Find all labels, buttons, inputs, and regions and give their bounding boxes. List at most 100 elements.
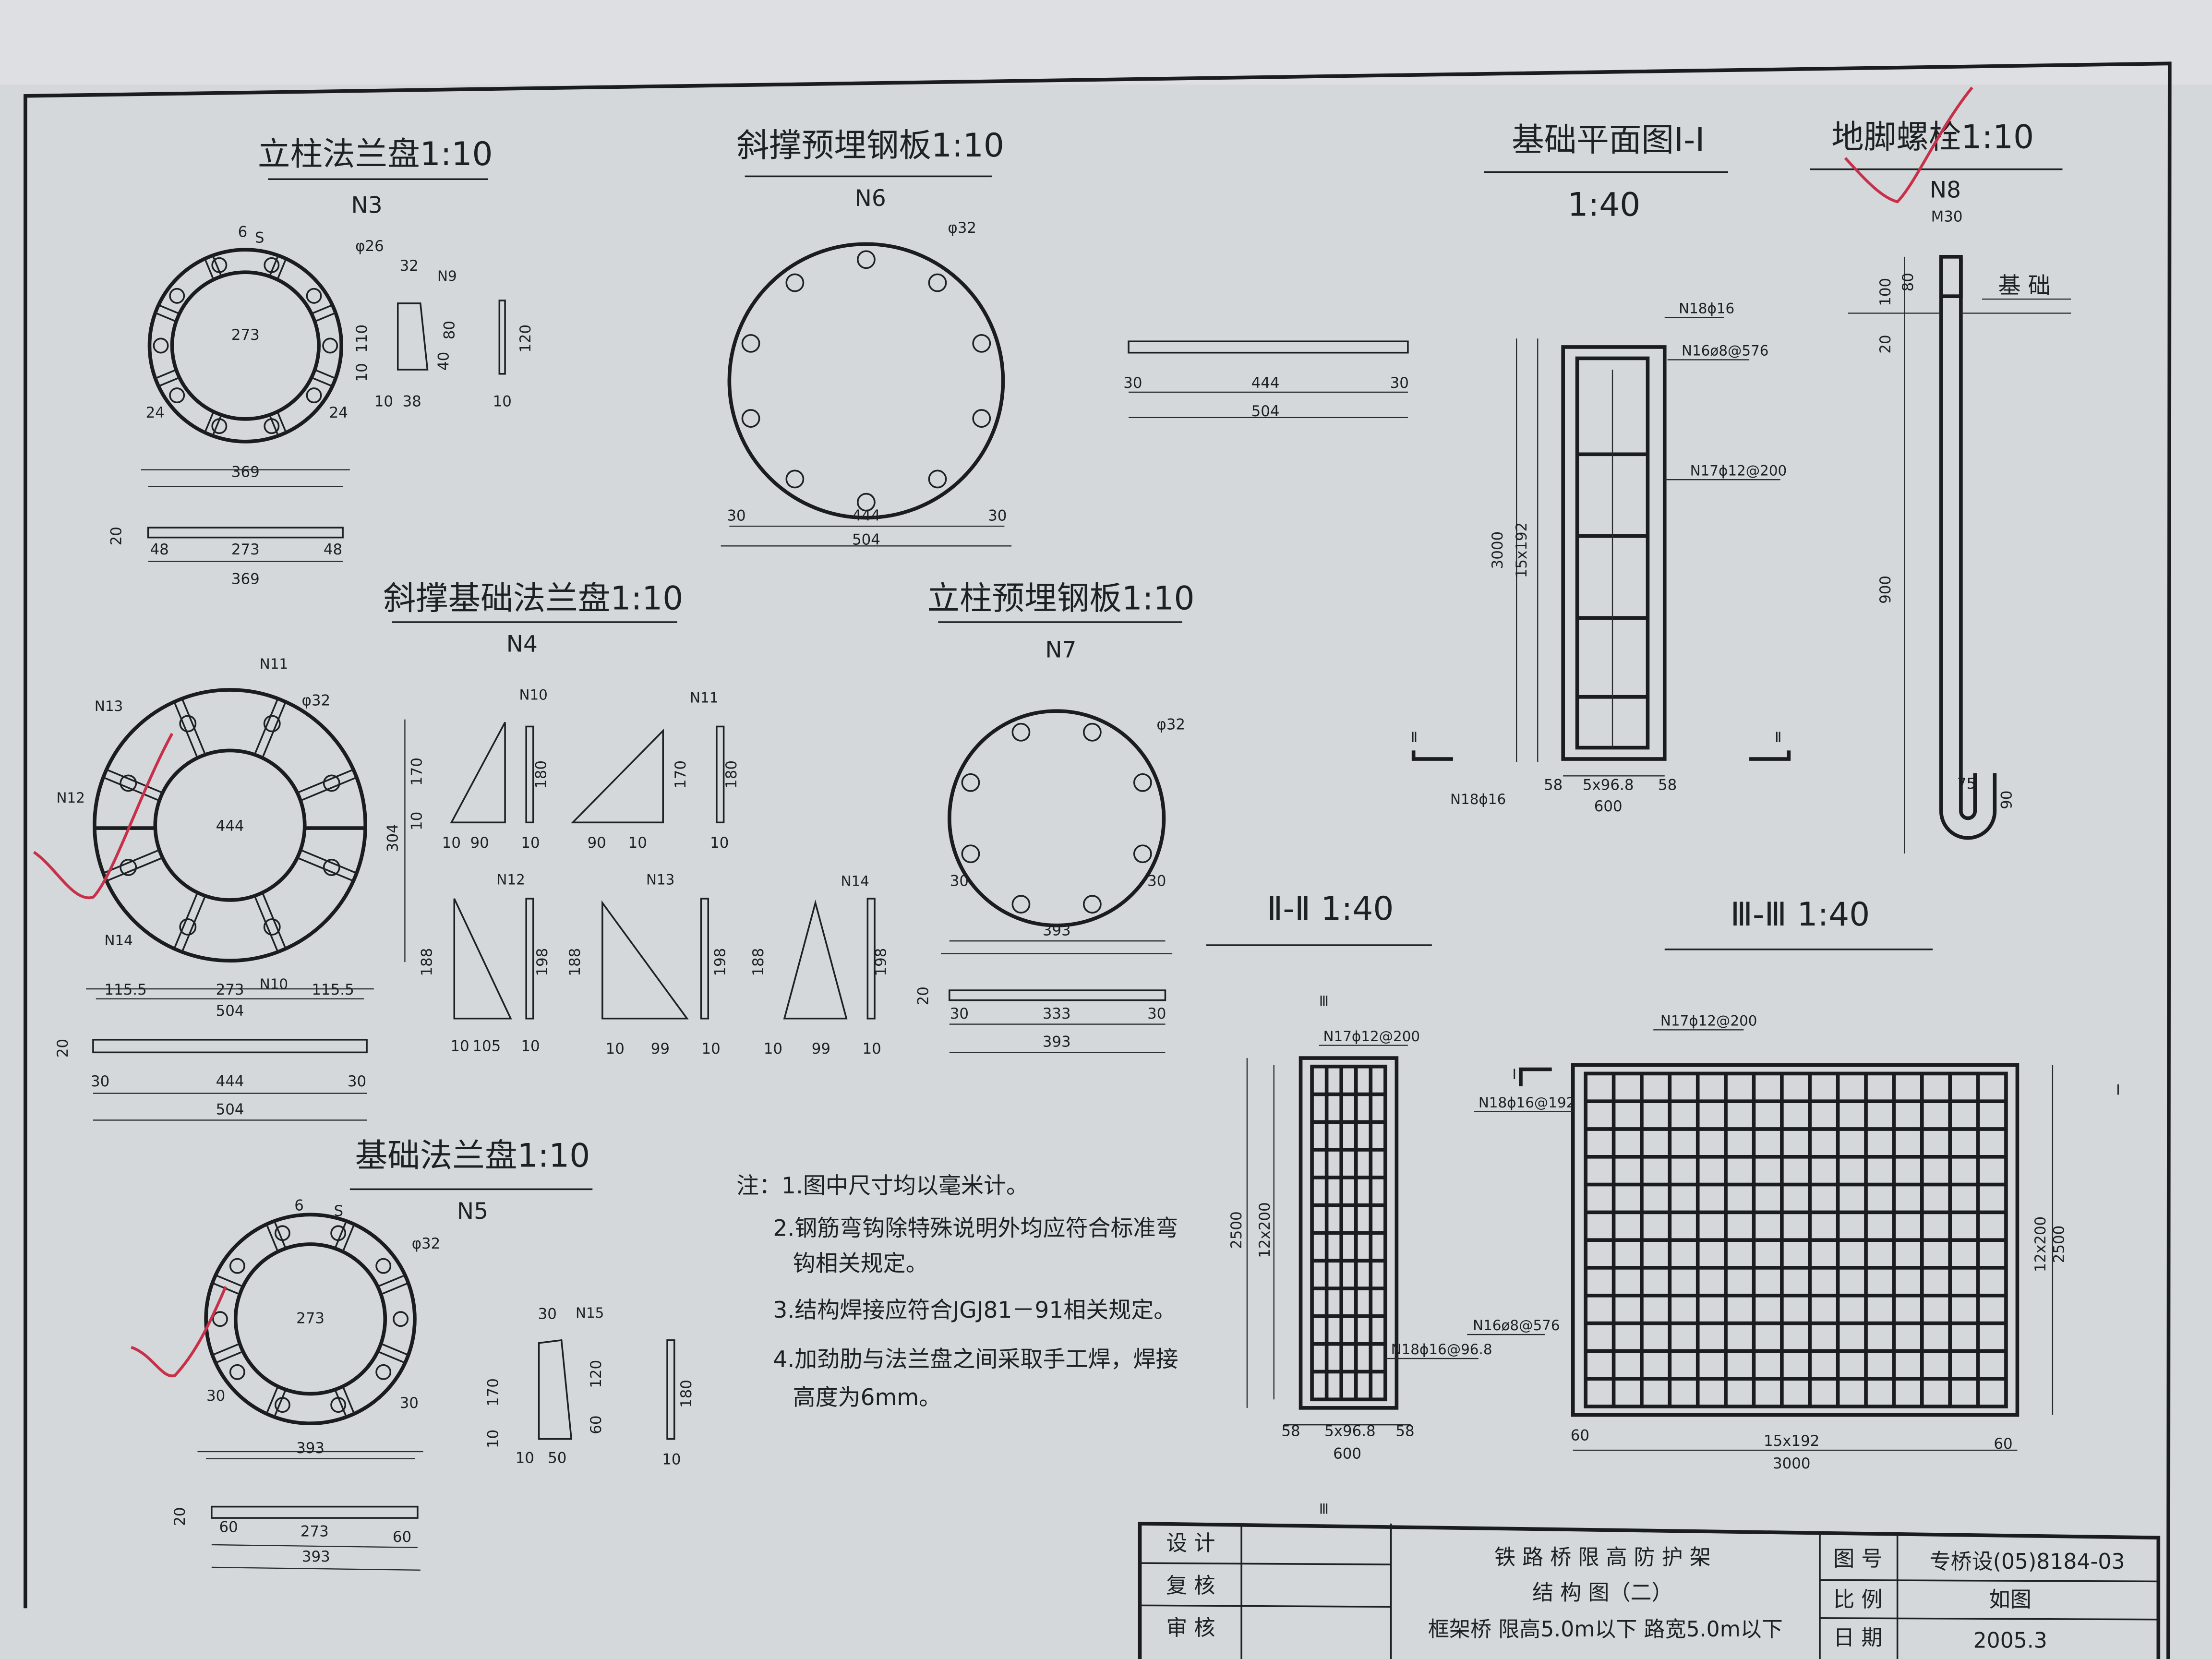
svg-text:N10: N10 — [260, 976, 288, 992]
svg-text:N13: N13 — [95, 698, 123, 714]
svg-text:30: 30 — [1147, 873, 1166, 890]
svg-text:10: 10 — [516, 1450, 534, 1467]
svg-text:S: S — [334, 1202, 344, 1220]
svg-text:10: 10 — [606, 1040, 625, 1058]
stiffener-rib — [342, 1224, 355, 1252]
bolt-hole — [229, 1258, 245, 1274]
bolt-hole — [263, 918, 281, 936]
n3-title: 立柱法兰盘1:10 — [258, 135, 493, 173]
svg-text:φ32: φ32 — [301, 692, 330, 709]
n4-brace-foundation-flange: 斜撑基础法兰盘1:10 N4 N11 N13 φ32 N12 444 N14 N… — [54, 579, 890, 1121]
stiffener-rib — [181, 698, 206, 755]
svg-text:100: 100 — [1877, 278, 1894, 306]
svg-text:30: 30 — [538, 1306, 557, 1323]
svg-text:10: 10 — [484, 1430, 502, 1448]
svg-text:比 例: 比 例 — [1833, 1587, 1882, 1612]
svg-text:N18ϕ16@192: N18ϕ16@192 — [1479, 1094, 1575, 1111]
svg-text:198: 198 — [534, 948, 551, 976]
svg-text:10: 10 — [764, 1040, 782, 1058]
svg-text:30: 30 — [348, 1073, 366, 1090]
svg-text:32: 32 — [400, 257, 419, 275]
stiffener-rib — [269, 255, 279, 277]
svg-text:φ32: φ32 — [412, 1235, 441, 1252]
n4-code: N4 — [506, 631, 538, 658]
svg-text:120: 120 — [517, 325, 534, 353]
svg-text:φ32: φ32 — [948, 219, 976, 237]
svg-text:58: 58 — [1544, 777, 1563, 794]
drawing-number: 专桥设(05)8184-03 — [1930, 1550, 2125, 1574]
svg-text:2500: 2500 — [2050, 1226, 2068, 1263]
sec3-title: Ⅲ-Ⅲ 1:40 — [1730, 895, 1870, 933]
svg-text:10: 10 — [353, 363, 371, 382]
svg-text:10: 10 — [374, 393, 393, 410]
stiffener-rib — [276, 258, 287, 280]
stiffener-rib — [155, 312, 177, 323]
svg-text:38: 38 — [402, 393, 421, 410]
svg-text:3000: 3000 — [1489, 531, 1506, 569]
svg-text:N12: N12 — [496, 872, 525, 888]
project-title: 铁 路 桥 限 高 防 护 架 — [1494, 1545, 1711, 1570]
svg-text:60: 60 — [588, 1416, 605, 1434]
svg-text:48: 48 — [324, 541, 342, 558]
svg-text:30: 30 — [1390, 374, 1409, 392]
svg-text:30: 30 — [1147, 1005, 1166, 1022]
bolt-hole — [857, 493, 876, 512]
bolt-hole — [322, 337, 338, 354]
svg-text:90: 90 — [587, 834, 606, 852]
svg-text:504: 504 — [216, 1002, 244, 1020]
section-III-III: Ⅲ-Ⅲ 1:40 N17ϕ12@200 Ⅰ N18ϕ16@192 N16ø8@5… — [1467, 895, 2120, 1472]
svg-text:20: 20 — [915, 986, 932, 1005]
stiffener-rib — [314, 312, 337, 323]
svg-text:N18ϕ16: N18ϕ16 — [1450, 791, 1506, 807]
stiffener-rib — [381, 1343, 409, 1356]
svg-text:10: 10 — [521, 834, 540, 852]
svg-text:N11: N11 — [690, 690, 718, 706]
svg-text:30: 30 — [988, 507, 1007, 524]
stiffener-rib — [173, 892, 198, 950]
svg-text:99: 99 — [651, 1040, 670, 1058]
drawing-scale: 如图 — [1989, 1587, 2032, 1612]
svg-text:10: 10 — [628, 834, 647, 852]
svg-text:日 期: 日 期 — [1833, 1626, 1882, 1650]
n9-rib-side — [498, 300, 506, 375]
svg-text:393: 393 — [1043, 1034, 1071, 1051]
svg-text:40: 40 — [435, 352, 453, 371]
stiffener-rib — [269, 414, 279, 436]
stiffener-rib — [334, 1220, 348, 1249]
stiffener-rib — [273, 1389, 287, 1418]
stiffener-rib — [276, 411, 287, 433]
svg-text:115.5: 115.5 — [104, 981, 146, 998]
bolt-hole — [785, 273, 805, 292]
svg-text:273: 273 — [231, 326, 260, 344]
flange-outer-circle — [727, 242, 1005, 520]
svg-text:273: 273 — [231, 541, 260, 558]
svg-text:369: 369 — [231, 463, 260, 481]
paper-highlight — [0, 0, 2212, 85]
svg-text:Ⅲ: Ⅲ — [1319, 1501, 1329, 1517]
svg-text:273: 273 — [301, 1523, 329, 1540]
stiffener-rib — [311, 376, 333, 387]
n7-title: 立柱预埋钢板1:10 — [927, 579, 1194, 617]
svg-text:10: 10 — [493, 393, 512, 410]
bolt-hole — [306, 288, 322, 304]
stiffener-rib — [381, 1282, 409, 1295]
svg-text:180: 180 — [532, 760, 550, 789]
bolt-hole — [153, 337, 169, 354]
stiffener-rib — [106, 769, 163, 794]
n7-code: N7 — [1045, 637, 1076, 663]
n3-column-flange: 立柱法兰盘1:10 N3 φ26 273 24 24 369 20 48 273… — [108, 135, 534, 588]
foundation-plan-I-I: 基础平面图Ⅰ-Ⅰ 1:40 N18ϕ16 N16ø8@576 N17ϕ12@20… — [1411, 120, 1791, 815]
svg-text:198: 198 — [873, 948, 890, 976]
bolt-hole — [1133, 773, 1152, 792]
general-notes: 注：1.图中尺寸均以毫米计。 2.钢筋弯钩除特殊说明外均应符合标准弯 钩相关规定… — [736, 1173, 1178, 1411]
svg-text:24: 24 — [146, 404, 165, 421]
svg-text:504: 504 — [1251, 403, 1280, 420]
svg-text:504: 504 — [852, 531, 880, 548]
svg-text:10: 10 — [450, 1037, 469, 1055]
bolt-hole — [263, 715, 281, 733]
sec2-title: Ⅱ-Ⅱ 1:40 — [1267, 890, 1394, 927]
bolt-hole — [179, 715, 197, 733]
svg-text:90: 90 — [470, 834, 489, 852]
svg-text:30: 30 — [950, 1005, 969, 1022]
